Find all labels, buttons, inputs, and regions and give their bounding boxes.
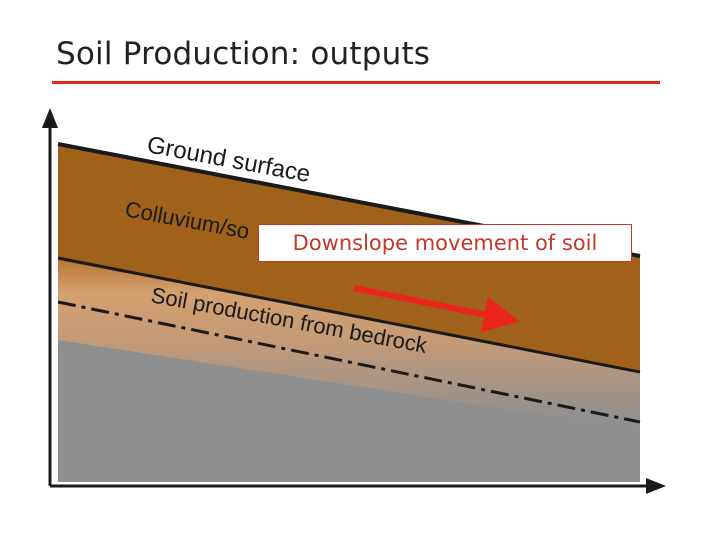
soil-bedrock-interface-line: [57, 256, 641, 374]
y-axis-arrowhead: [42, 108, 58, 128]
slide-title: Soil Production: outputs: [56, 36, 431, 72]
title-underline: [52, 81, 660, 84]
weathered-zone: [58, 256, 640, 430]
downslope-callout-box: Downslope movement of soil: [258, 224, 632, 262]
x-axis-arrowhead: [646, 478, 666, 494]
downslope-arrow: [353, 285, 520, 333]
downslope-callout-text: Downslope movement of soil: [292, 231, 598, 255]
weathering-front-line: [57, 300, 641, 424]
